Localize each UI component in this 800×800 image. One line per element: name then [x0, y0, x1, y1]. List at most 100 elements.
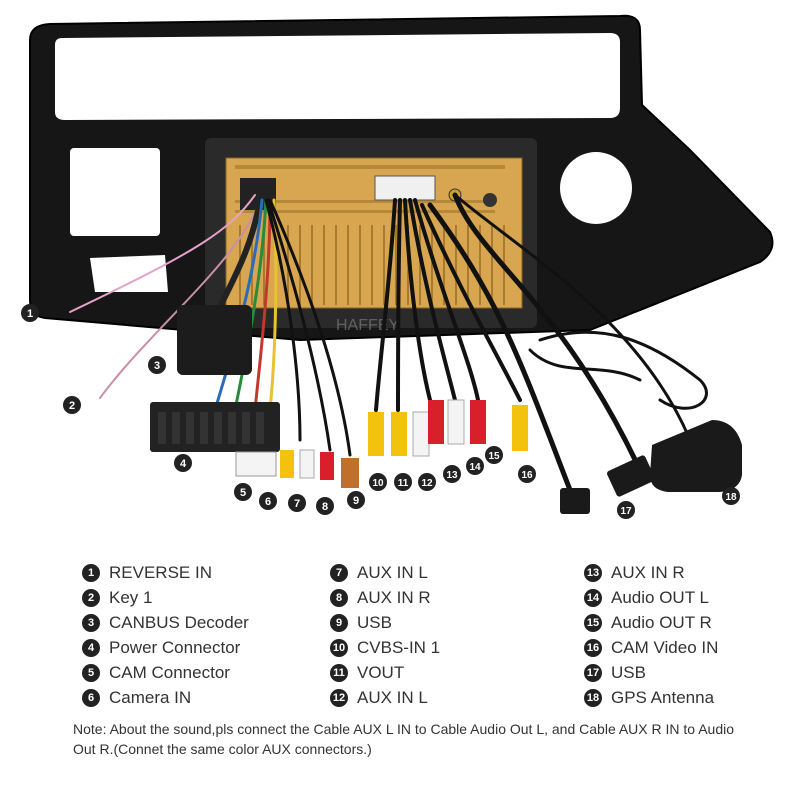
main-connector: [374, 175, 436, 201]
legend-item: 11 VOUT: [330, 660, 440, 685]
legend-label: Power Connector: [109, 637, 241, 657]
legend-number: 6: [82, 688, 100, 707]
legend-number: 3: [82, 613, 100, 632]
legend-number: 4: [82, 638, 100, 657]
power-connector-ridges: [158, 412, 264, 444]
legend-item: 3 CANBUS Decoder: [82, 610, 249, 635]
top-window: [55, 33, 620, 120]
callout-10: 10: [369, 473, 387, 491]
callout-11: 11: [394, 473, 412, 491]
legend-item: 4 Power Connector: [82, 635, 249, 660]
legend-number: 2: [82, 588, 100, 607]
svg-text:2: 2: [69, 400, 75, 412]
vent-slots: [235, 165, 505, 213]
callout-7: 7: [288, 494, 306, 512]
legend-item: 13 AUX IN R: [584, 560, 718, 585]
svg-text:8: 8: [322, 501, 328, 513]
legend-label: CANBUS Decoder: [109, 612, 249, 632]
legend-item: 1 REVERSE IN: [82, 560, 249, 585]
callout-15: 15: [485, 446, 503, 464]
legend-label: USB: [357, 612, 392, 632]
usb-connector-a: [560, 488, 590, 514]
legend-number: 16: [584, 638, 602, 657]
legend-item: 18 GPS Antenna: [584, 685, 718, 710]
legend-number: 12: [330, 688, 348, 707]
callout-14: 14: [466, 457, 484, 475]
svg-text:4: 4: [180, 458, 187, 470]
right-cutout: [560, 152, 632, 224]
legend-number: 7: [330, 563, 348, 582]
rca-plugs: [280, 399, 528, 488]
connection-note: Note: About the sound,pls connect the Ca…: [73, 721, 735, 757]
callout-16: 16: [518, 465, 536, 483]
legend: 1 REVERSE IN 2 Key 1 3 CANBUS Decoder 4 Powe…: [0, 560, 800, 710]
svg-text:15: 15: [488, 451, 500, 462]
legend-label: GPS Antenna: [611, 687, 715, 707]
legend-label: Audio OUT R: [611, 612, 712, 632]
legend-label: CAM Video IN: [611, 637, 719, 657]
watermark: HAFFEY: [336, 317, 399, 334]
callout-9: 9: [347, 491, 365, 509]
legend-number: 14: [584, 588, 602, 607]
callout-5: 5: [234, 483, 252, 501]
svg-text:12: 12: [421, 478, 433, 489]
svg-text:6: 6: [265, 496, 271, 508]
svg-text:14: 14: [469, 462, 481, 473]
legend-item: 2 Key 1: [82, 585, 249, 610]
legend-item: 17 USB: [584, 660, 718, 685]
wiring-diagram: HAFFEY: [21, 14, 774, 519]
svg-text:10: 10: [372, 478, 384, 489]
callout-markers: 1 2 3 4 5 6 7 8 9 10 11 12 13 14 15 16 1…: [21, 304, 740, 519]
usb-connector-b: [607, 455, 655, 497]
legend-number: 11: [330, 663, 348, 682]
legend-item: 7 AUX IN L: [330, 560, 440, 585]
legend-item: 9 USB: [330, 610, 440, 635]
svg-text:11: 11: [398, 478, 409, 489]
legend-item: 16 CAM Video IN: [584, 635, 718, 660]
wires: [69, 192, 708, 493]
legend-number: 18: [584, 688, 602, 707]
legend-item: 15 Audio OUT R: [584, 610, 718, 635]
svg-text:7: 7: [294, 498, 300, 510]
svg-text:3: 3: [154, 360, 160, 372]
svg-text:9: 9: [353, 495, 359, 507]
callout-13: 13: [443, 465, 461, 483]
radio-socket: [483, 193, 497, 207]
legend-label: Key 1: [109, 587, 153, 607]
legend-number: 9: [330, 613, 348, 632]
legend-label: AUX IN R: [357, 587, 431, 607]
legend-label: CAM Connector: [109, 662, 230, 682]
legend-item: 8 AUX IN R: [330, 585, 440, 610]
legend-label: USB: [611, 662, 646, 682]
legend-number: 1: [82, 563, 100, 582]
legend-label: REVERSE IN: [109, 562, 212, 582]
legend-item: 5 CAM Connector: [82, 660, 249, 685]
legend-label: VOUT: [357, 662, 405, 682]
callout-2: 2: [63, 396, 81, 414]
svg-text:13: 13: [446, 470, 458, 481]
legend-number: 5: [82, 663, 100, 682]
svg-text:16: 16: [521, 470, 533, 481]
canbus-decoder: [177, 305, 252, 375]
legend-number: 10: [330, 638, 348, 657]
left-lower-cutout: [90, 255, 168, 292]
svg-text:1: 1: [27, 308, 33, 320]
legend-number: 13: [584, 563, 602, 582]
legend-label: AUX IN L: [357, 687, 428, 707]
callout-4: 4: [174, 454, 192, 472]
legend-number: 17: [584, 663, 602, 682]
callout-12: 12: [418, 473, 436, 491]
gps-antenna: [650, 420, 742, 492]
legend-number: 15: [584, 613, 602, 632]
legend-label: AUX IN R: [611, 562, 685, 582]
svg-text:5: 5: [240, 487, 246, 499]
callout-1: 1: [21, 304, 39, 322]
callout-8: 8: [316, 497, 334, 515]
legend-column-1: 1 REVERSE IN 2 Key 1 3 CANBUS Decoder 4 Powe…: [82, 560, 249, 710]
legend-label: AUX IN L: [357, 562, 428, 582]
legend-number: 8: [330, 588, 348, 607]
